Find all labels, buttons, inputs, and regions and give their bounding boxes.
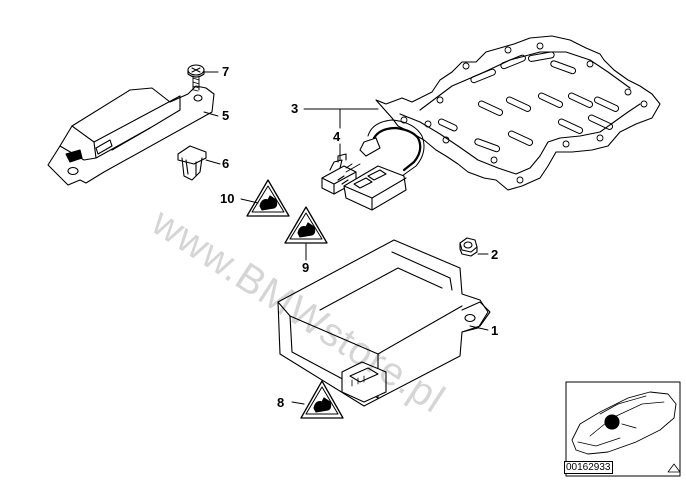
diagram-id-label: 00162933 bbox=[564, 461, 613, 474]
part-3-seat-mat bbox=[375, 35, 661, 191]
part-7-screw bbox=[187, 64, 205, 92]
part-2-nut bbox=[459, 237, 478, 257]
callout-7: 7 bbox=[222, 64, 230, 79]
callout-2: 2 bbox=[491, 247, 499, 262]
leader-lines bbox=[202, 71, 489, 405]
callout-5: 5 bbox=[222, 108, 230, 123]
callout-8: 8 bbox=[277, 395, 285, 410]
warning-label-10 bbox=[246, 179, 290, 217]
callout-1: 1 bbox=[491, 323, 499, 338]
warning-label-8 bbox=[300, 380, 344, 419]
part-5-sensor-bracket bbox=[47, 85, 215, 186]
part-4-connector-harness bbox=[321, 119, 425, 211]
car-location-thumbnail bbox=[565, 381, 681, 477]
callout-6: 6 bbox=[222, 156, 230, 171]
callout-10: 10 bbox=[220, 191, 235, 206]
callout-3: 3 bbox=[291, 101, 299, 116]
part-1-control-module bbox=[277, 239, 491, 407]
part-6-clip-nut bbox=[177, 145, 207, 181]
callout-4: 4 bbox=[333, 129, 341, 144]
callout-9: 9 bbox=[302, 260, 310, 275]
warning-label-9 bbox=[284, 206, 328, 244]
